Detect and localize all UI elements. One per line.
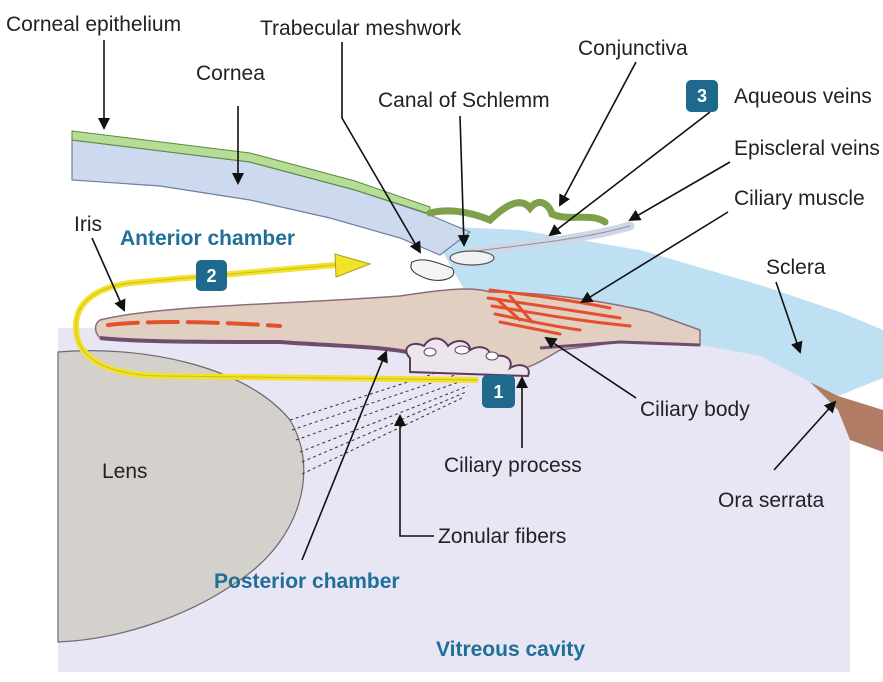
pointer-zonular-fibers <box>394 414 434 537</box>
step-2-badge-text: 2 <box>206 266 216 286</box>
step-3-badge[interactable]: 3 <box>686 80 718 112</box>
sclera-region <box>428 226 883 396</box>
ciliary-muscle-fibers <box>486 288 632 336</box>
pointer-aqueous-veins <box>548 111 711 237</box>
label-ora-serrata: Ora serrata <box>718 489 825 512</box>
ciliary-pigment-layer <box>539 340 701 350</box>
trabecular-meshwork-shape <box>410 259 455 281</box>
region-posterior-chamber: Posterior chamber <box>214 570 400 593</box>
label-corneal-epithelium: Corneal epithelium <box>6 13 181 36</box>
lens-shape <box>57 350 305 643</box>
pointer-canal-of-schlemm <box>457 115 470 247</box>
step-1-badge-text: 1 <box>493 382 503 402</box>
pointer-episcleral-veins <box>628 161 731 222</box>
choroid-band <box>700 345 883 452</box>
step-2-badge[interactable]: 2 <box>196 260 227 291</box>
iris-sphincter-muscle <box>106 320 282 328</box>
label-ciliary-muscle: Ciliary muscle <box>734 187 865 210</box>
pointer-posterior-chamber <box>301 350 388 561</box>
label-trabecular-meshwork: Trabecular meshwork <box>260 17 462 40</box>
label-zonular-fibers: Zonular fibers <box>438 525 566 548</box>
step-3-badge-text: 3 <box>697 86 707 106</box>
pointer-sclera <box>775 281 803 354</box>
label-lens: Lens <box>102 460 148 483</box>
label-iris: Iris <box>74 213 102 236</box>
canal-of-schlemm-shape <box>449 250 495 266</box>
label-cornea: Cornea <box>196 62 265 85</box>
pointer-ora-serrata <box>773 400 837 471</box>
label-aqueous-veins: Aqueous veins <box>734 85 872 108</box>
pointer-conjunctiva <box>559 61 637 207</box>
pointer-ciliary-muscle <box>580 211 729 304</box>
ciliary-process-folds <box>405 337 530 378</box>
pointer-lines <box>91 40 837 561</box>
label-ciliary-body: Ciliary body <box>640 398 750 421</box>
region-vitreous-cavity: Vitreous cavity <box>436 638 585 661</box>
step-1-badge[interactable]: 1 <box>482 375 515 408</box>
pointer-trabecular-meshwork <box>341 42 422 254</box>
label-sclera: Sclera <box>766 256 826 279</box>
iris-pigment-layer <box>99 336 421 357</box>
pointer-iris <box>91 237 126 312</box>
label-ciliary-process: Ciliary process <box>444 454 582 477</box>
label-canal-of-schlemm: Canal of Schlemm <box>378 89 550 112</box>
region-anterior-chamber: Anterior chamber <box>120 227 295 250</box>
pointer-ciliary-body <box>544 336 637 399</box>
label-episcleral-veins: Episcleral veins <box>734 137 880 160</box>
conjunctiva-tissue <box>426 199 609 226</box>
label-conjunctiva: Conjunctiva <box>578 37 688 60</box>
